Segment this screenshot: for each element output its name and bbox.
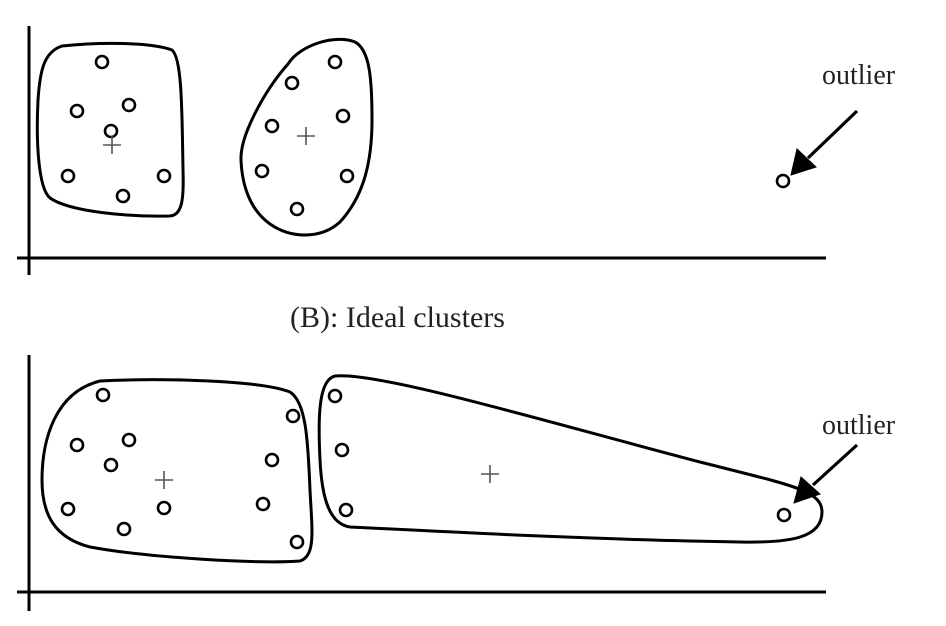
bottom-cluster-1-points <box>60 387 305 550</box>
data-point <box>264 452 280 468</box>
data-point <box>60 501 76 517</box>
data-point <box>103 123 119 139</box>
panel-ideal-clusters: outlier (B): Ideal clusters <box>17 26 896 334</box>
data-point <box>338 502 354 518</box>
data-point <box>264 118 280 134</box>
data-point <box>335 108 351 124</box>
data-point <box>156 168 172 184</box>
top-cluster-1-centroid <box>103 136 121 154</box>
data-point <box>69 437 85 453</box>
data-point <box>327 388 343 404</box>
data-point <box>121 432 137 448</box>
data-point <box>327 54 343 70</box>
data-point <box>289 534 305 550</box>
data-point <box>255 496 271 512</box>
top-outlier-label: outlier <box>822 60 896 91</box>
data-point <box>254 163 270 179</box>
top-outlier-point <box>775 173 791 189</box>
top-outlier-arrow <box>790 109 859 176</box>
data-point <box>103 457 119 473</box>
data-point <box>95 387 111 403</box>
bottom-cluster-1-centroid <box>155 471 173 489</box>
bottom-cluster-2-points <box>327 388 354 518</box>
data-point <box>116 521 132 537</box>
data-point <box>94 54 110 70</box>
data-point <box>156 500 172 516</box>
data-point <box>285 408 301 424</box>
data-point <box>69 103 85 119</box>
data-point <box>121 97 137 113</box>
bottom-cluster-2-centroid <box>481 465 499 483</box>
data-point <box>60 168 76 184</box>
top-cluster-2-boundary <box>239 37 374 237</box>
bottom-outlier-arrow <box>793 443 859 504</box>
data-point <box>284 75 300 91</box>
bottom-outlier-point <box>776 507 792 523</box>
panel-bottom-clusters: outlier <box>17 355 896 611</box>
panel-caption: (B): Ideal clusters <box>290 301 505 334</box>
top-cluster-1-boundary <box>35 41 185 218</box>
data-point <box>289 201 305 217</box>
bottom-cluster-2-boundary <box>317 374 824 544</box>
data-point <box>115 188 131 204</box>
data-point <box>339 168 355 184</box>
bottom-cluster-1-boundary <box>40 378 314 564</box>
top-cluster-1-points <box>60 54 172 204</box>
top-cluster-2-centroid <box>297 127 315 145</box>
bottom-outlier-label: outlier <box>822 410 896 441</box>
top-cluster-2-points <box>254 54 355 217</box>
data-point <box>334 442 350 458</box>
